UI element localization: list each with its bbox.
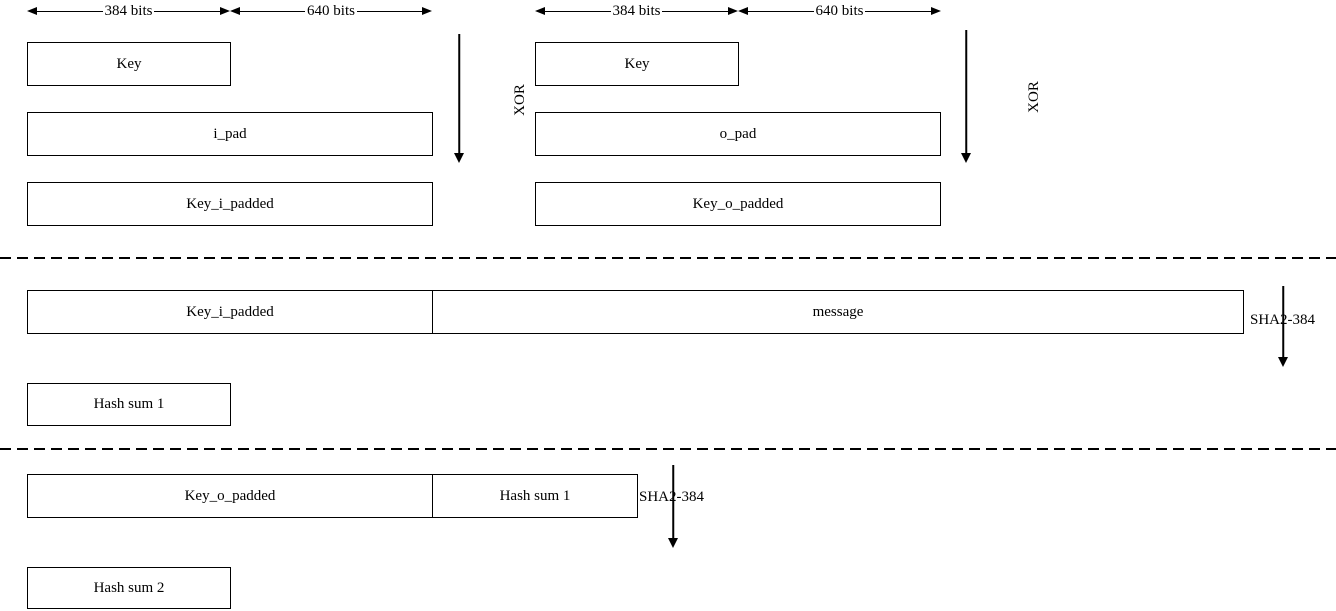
arrow-left-icon	[535, 7, 545, 15]
key-o-padded-box: Key_o_padded	[535, 182, 941, 226]
o-pad-box: o_pad	[535, 112, 941, 156]
arrow-right-icon	[728, 7, 738, 15]
key-box-outer-label: Key	[624, 55, 650, 72]
measure-label: 640 bits	[307, 2, 355, 19]
measure-line	[865, 10, 931, 12]
key-i-padded-box: Key_i_padded	[27, 182, 433, 226]
arrow-right-icon	[220, 7, 230, 15]
measure-label: 640 bits	[815, 2, 864, 19]
measure-line	[748, 10, 814, 12]
measure-label: 384 bits	[104, 2, 153, 19]
arrow-stem	[965, 30, 967, 154]
arrow-down-icon	[454, 153, 464, 163]
hash-sum-2-box-label: Hash sum 2	[93, 579, 165, 596]
hash-sum-1-cell-label: Hash sum 1	[499, 487, 571, 504]
key-o-padded-box-label: Key_o_padded	[692, 195, 784, 212]
measure-pad-bits-outer: 640 bits	[738, 3, 941, 19]
section-divider-bottom	[0, 448, 1336, 450]
i-pad-box: i_pad	[27, 112, 433, 156]
arrow-right-icon	[931, 7, 941, 15]
arrow-stem	[672, 465, 674, 539]
arrow-left-icon	[738, 7, 748, 15]
section-divider-top	[0, 257, 1336, 259]
key-box-inner-label: Key	[116, 55, 142, 72]
measure-key-bits-outer: 384 bits	[535, 3, 738, 19]
xor-label-inner: XOR	[512, 84, 528, 116]
sha-arrow-outer	[668, 465, 678, 548]
key-i-padded-box-label: Key_i_padded	[186, 195, 274, 212]
xor-label-outer: XOR	[1026, 81, 1042, 113]
measure-line	[240, 10, 306, 12]
xor-arrow-inner	[454, 34, 464, 163]
sha-arrow-inner	[1278, 286, 1288, 367]
key-i-padded-cell-label: Key_i_padded	[186, 303, 274, 320]
measure-line	[662, 10, 728, 12]
inner-hash-input-box: Key_i_padded message	[27, 290, 1244, 334]
measure-line	[154, 10, 220, 12]
o-pad-box-label: o_pad	[719, 125, 757, 142]
arrow-left-icon	[230, 7, 240, 15]
message-cell-label: message	[812, 303, 864, 320]
outer-hash-input-box: Key_o_padded Hash sum 1	[27, 474, 638, 518]
hash-sum-2-box: Hash sum 2	[27, 567, 231, 609]
key-o-padded-cell: Key_o_padded	[28, 475, 432, 517]
arrow-right-icon	[422, 7, 432, 15]
measure-line	[37, 10, 103, 12]
arrow-left-icon	[27, 7, 37, 15]
arrow-stem	[1282, 286, 1284, 358]
arrow-stem	[458, 34, 460, 154]
key-o-padded-cell-label: Key_o_padded	[184, 487, 276, 504]
arrow-down-icon	[1278, 357, 1288, 367]
measure-label: 384 bits	[612, 2, 661, 19]
measure-pad-bits-inner: 640 bits	[230, 3, 432, 19]
hash-sum-1-box-label: Hash sum 1	[93, 396, 165, 412]
sha2-384-label-outer: SHA2-384	[639, 488, 704, 506]
arrow-down-icon	[668, 538, 678, 548]
measure-line	[356, 10, 422, 12]
key-i-padded-cell: Key_i_padded	[28, 291, 432, 333]
hash-sum-1-box: Hash sum 1	[27, 383, 231, 426]
hash-sum-1-cell: Hash sum 1	[432, 475, 637, 517]
arrow-down-icon	[961, 153, 971, 163]
message-cell: message	[432, 291, 1243, 333]
measure-key-bits-inner: 384 bits	[27, 3, 230, 19]
xor-arrow-outer	[961, 30, 971, 163]
key-box-inner: Key	[27, 42, 231, 86]
measure-line	[545, 10, 611, 12]
key-box-outer: Key	[535, 42, 739, 86]
i-pad-box-label: i_pad	[213, 125, 247, 142]
